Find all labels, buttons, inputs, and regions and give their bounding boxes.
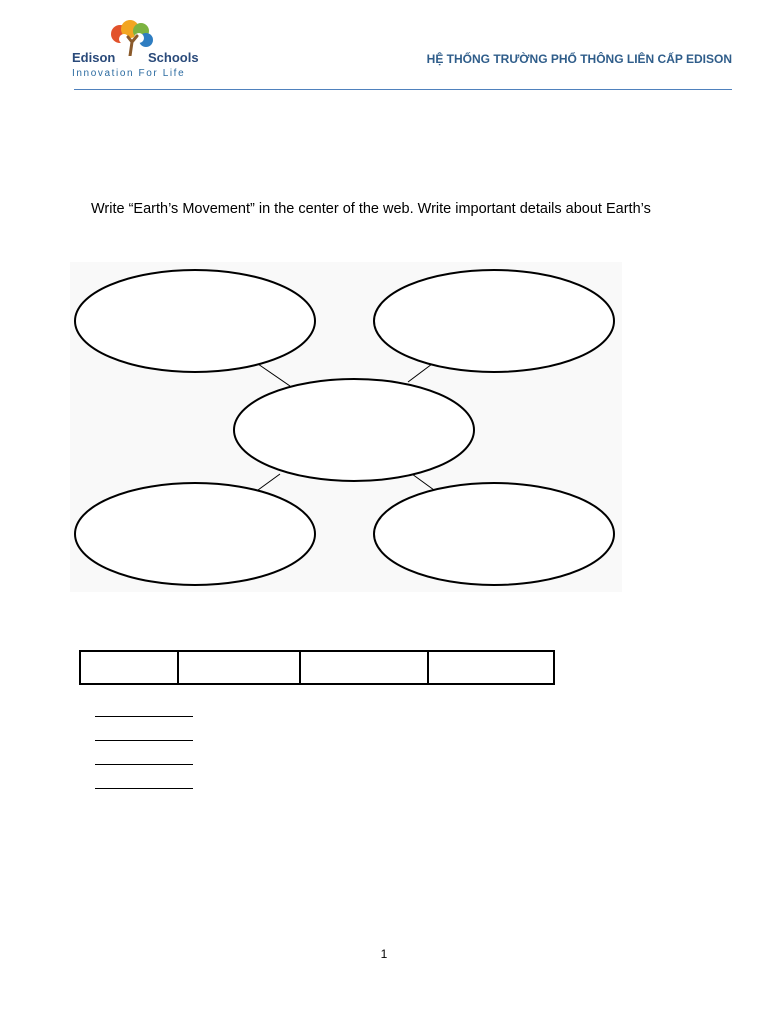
answer-blank-line[interactable]: [95, 788, 193, 789]
connector-top-left: [257, 363, 291, 387]
table-row: [79, 650, 555, 685]
answer-blank-line[interactable]: [95, 740, 193, 741]
worksheet-instruction: Write “Earth’s Movement” in the center o…: [91, 200, 651, 217]
tree-icon: [111, 20, 153, 56]
oval-center[interactable]: [233, 378, 475, 482]
connector-bottom-left: [257, 473, 281, 491]
oval-top-right[interactable]: [373, 269, 615, 373]
table-cell[interactable]: [299, 650, 429, 685]
table-cell[interactable]: [177, 650, 301, 685]
connector-top-right: [407, 363, 433, 383]
oval-top-left[interactable]: [74, 269, 316, 373]
answer-blank-line[interactable]: [95, 716, 193, 717]
page-number: 1: [380, 947, 388, 961]
logo-text-schools: Schools: [148, 50, 199, 65]
edison-schools-logo: Edison Schools Innovation For Life: [70, 20, 200, 82]
answer-table: [79, 650, 555, 685]
oval-bottom-right[interactable]: [373, 482, 615, 586]
logo-text-edison: Edison: [72, 50, 116, 65]
table-cell[interactable]: [427, 650, 555, 685]
earth-movement-web-diagram: [70, 262, 622, 592]
connector-bottom-right: [411, 473, 435, 491]
oval-bottom-left[interactable]: [74, 482, 316, 586]
header-divider: [74, 89, 732, 90]
logo-tagline: Innovation For Life: [72, 68, 186, 79]
answer-blank-line[interactable]: [95, 764, 193, 765]
school-system-title: HỆ THỐNG TRƯỜNG PHỔ THÔNG LIÊN CẤP EDISO…: [426, 52, 732, 66]
table-cell[interactable]: [79, 650, 179, 685]
